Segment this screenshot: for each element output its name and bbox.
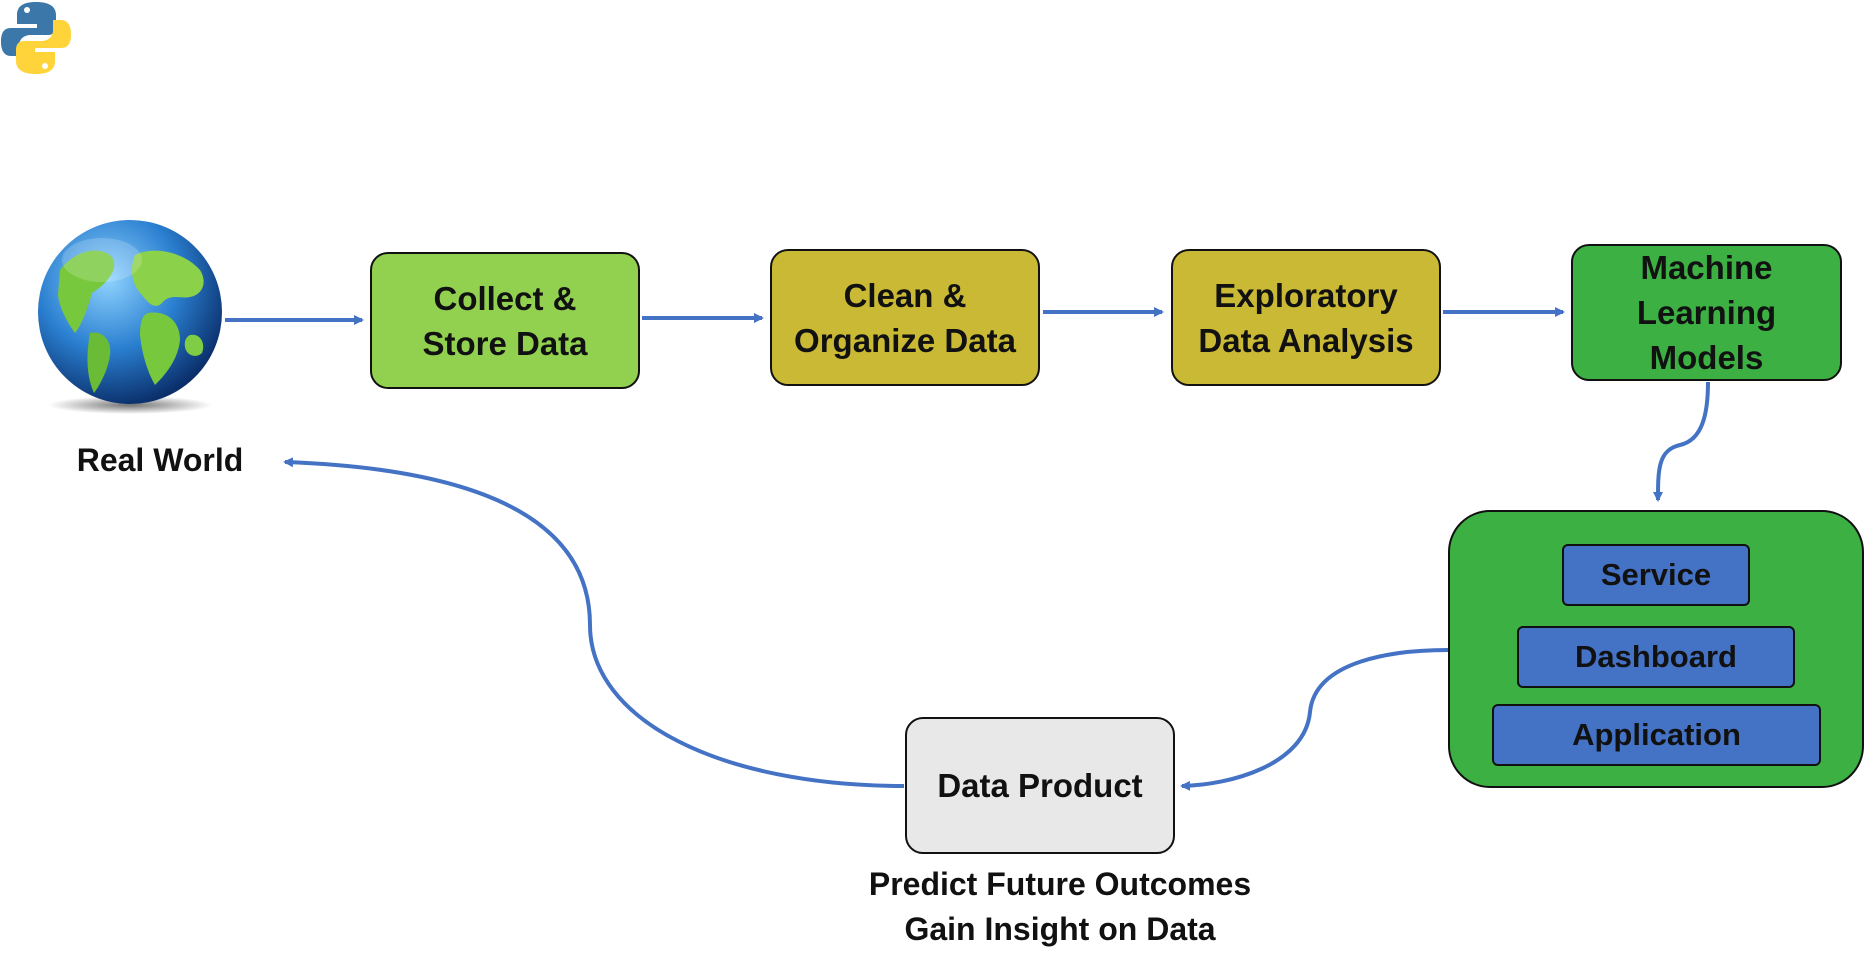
clean-organize-data-node: Clean & Organize Data xyxy=(770,249,1040,386)
service-label: Service xyxy=(1600,557,1712,592)
real-world-label: Real World xyxy=(76,442,244,478)
machine-learning-models-label: Machine Learning Models xyxy=(1636,249,1777,376)
outcomes-label: Predict Future Outcomes Gain Insight on … xyxy=(868,866,1252,947)
exploratory-data-analysis-label: Exploratory Data Analysis xyxy=(1198,276,1414,359)
exploratory-data-analysis-node: Exploratory Data Analysis xyxy=(1171,249,1441,386)
dashboard-box: Dashboard xyxy=(1517,626,1795,688)
globe-icon xyxy=(38,220,222,414)
arrow-deploy-to-product xyxy=(1180,648,1449,791)
machine-learning-models-node: Machine Learning Models xyxy=(1571,244,1842,381)
arrow-ml-to-deploy xyxy=(1653,381,1710,502)
collect-store-data-node: Collect & Store Data xyxy=(370,252,640,389)
clean-organize-data-label: Clean & Organize Data xyxy=(794,276,1016,359)
service-box: Service xyxy=(1562,544,1750,606)
python-logo-icon xyxy=(1,2,71,74)
data-product-label: Data Product xyxy=(937,767,1143,804)
dashboard-label: Dashboard xyxy=(1575,639,1737,674)
data-product-node: Data Product xyxy=(905,717,1175,854)
application-box: Application xyxy=(1492,704,1821,766)
application-label: Application xyxy=(1572,717,1741,752)
collect-store-data-label: Collect & Store Data xyxy=(422,279,588,362)
arrow-product-to-world xyxy=(283,457,905,788)
